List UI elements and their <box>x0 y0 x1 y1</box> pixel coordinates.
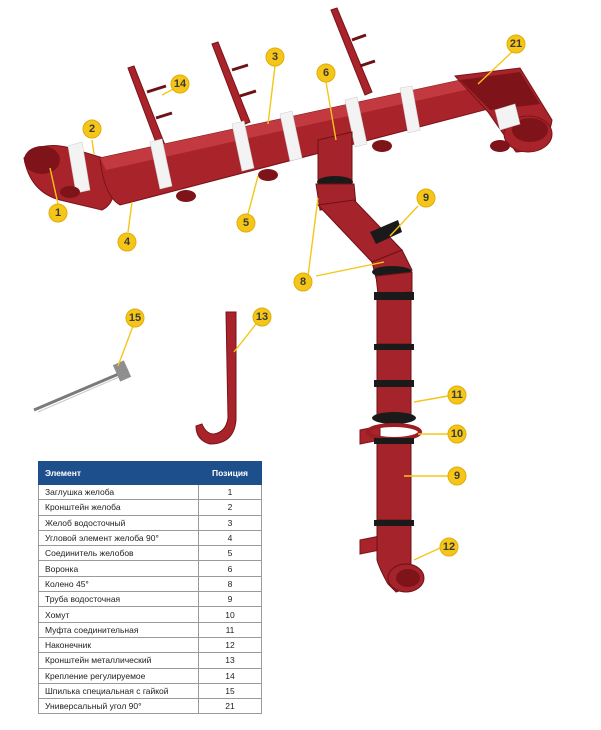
part-position: 11 <box>198 621 262 638</box>
callout-10: 10 <box>447 424 467 444</box>
part-name: Соединитель желобов <box>38 545 199 562</box>
svg-text:15: 15 <box>129 312 141 324</box>
part-position: 4 <box>198 529 262 547</box>
svg-text:21: 21 <box>510 38 522 50</box>
callout-21: 21 <box>506 34 526 54</box>
callout-2: 2 <box>82 119 102 139</box>
svg-text:10: 10 <box>451 428 463 440</box>
svg-text:9: 9 <box>423 192 429 204</box>
part-name: Муфта соединительная <box>38 621 199 638</box>
part-name: Желоб водосточный <box>38 514 199 531</box>
part-position: 15 <box>198 682 262 700</box>
part-name: Хомут <box>38 606 199 623</box>
part-position: 9 <box>198 591 262 608</box>
part-name: Шпилька специальная с гайкой <box>38 682 199 700</box>
callout-5: 5 <box>236 213 256 233</box>
table-row: Угловой элемент желоба 90°4 <box>38 529 262 547</box>
svg-text:1: 1 <box>55 207 61 219</box>
svg-text:11: 11 <box>451 389 463 401</box>
svg-text:9: 9 <box>454 470 460 482</box>
part-position: 6 <box>198 560 262 577</box>
svg-text:6: 6 <box>323 67 329 79</box>
svg-text:13: 13 <box>256 311 268 323</box>
callout-6: 6 <box>316 63 336 83</box>
part-position: 5 <box>198 545 262 562</box>
callout-11: 11 <box>447 385 467 405</box>
column-header-position: Позиция <box>198 461 262 485</box>
part-name: Заглушка желоба <box>38 483 199 501</box>
svg-text:3: 3 <box>272 51 278 63</box>
callout-12: 12 <box>439 537 459 557</box>
part-position: 3 <box>198 514 262 531</box>
adjustable-fastening-rods <box>127 7 376 149</box>
part-name: Труба водосточная <box>38 591 199 608</box>
part-position: 1 <box>198 483 262 501</box>
part-name: Угловой элемент желоба 90° <box>38 529 199 547</box>
part-position: 21 <box>198 698 262 715</box>
callout-8: 8 <box>293 272 313 292</box>
svg-text:2: 2 <box>89 123 95 135</box>
part-name: Кронштейн металлический <box>38 652 199 669</box>
part-position: 13 <box>198 652 262 669</box>
callout-14: 14 <box>170 74 190 94</box>
part-position: 10 <box>198 606 262 623</box>
table-row: Колено 45°8 <box>38 575 262 593</box>
part-position: 8 <box>198 575 262 593</box>
part-position: 12 <box>198 636 262 654</box>
column-header-element: Элемент <box>38 461 199 485</box>
callout-3: 3 <box>265 47 285 67</box>
metal-bracket <box>195 311 237 445</box>
part-name: Наконечник <box>38 636 199 654</box>
part-name: Кронштейн желоба <box>38 499 199 516</box>
gutter-run <box>23 67 553 211</box>
svg-text:12: 12 <box>443 541 455 553</box>
callout-13: 13 <box>252 307 272 327</box>
part-name: Крепление регулируемое <box>38 667 199 684</box>
part-position: 2 <box>198 499 262 516</box>
part-name: Универсальный угол 90° <box>38 698 199 715</box>
callout-9-upper: 9 <box>416 188 436 208</box>
svg-text:8: 8 <box>300 276 306 288</box>
leader-lines <box>49 51 513 561</box>
part-name: Воронка <box>38 560 199 577</box>
legend-header-row: Элемент Позиция <box>38 461 262 485</box>
downpipe-assembly <box>315 131 425 593</box>
callout-1: 1 <box>48 203 68 223</box>
svg-text:4: 4 <box>124 236 131 248</box>
svg-text:14: 14 <box>174 78 187 90</box>
part-name: Колено 45° <box>38 575 199 593</box>
callout-9-lower: 9 <box>447 466 467 486</box>
table-row: Универсальный угол 90°21 <box>38 698 262 715</box>
callout-badges: 1 2 3 4 5 6 8 9 <box>48 34 526 557</box>
part-position: 14 <box>198 667 262 684</box>
svg-text:5: 5 <box>243 217 249 229</box>
stud-with-nut <box>33 360 132 413</box>
callout-4: 4 <box>117 232 137 252</box>
callout-15: 15 <box>125 308 145 328</box>
